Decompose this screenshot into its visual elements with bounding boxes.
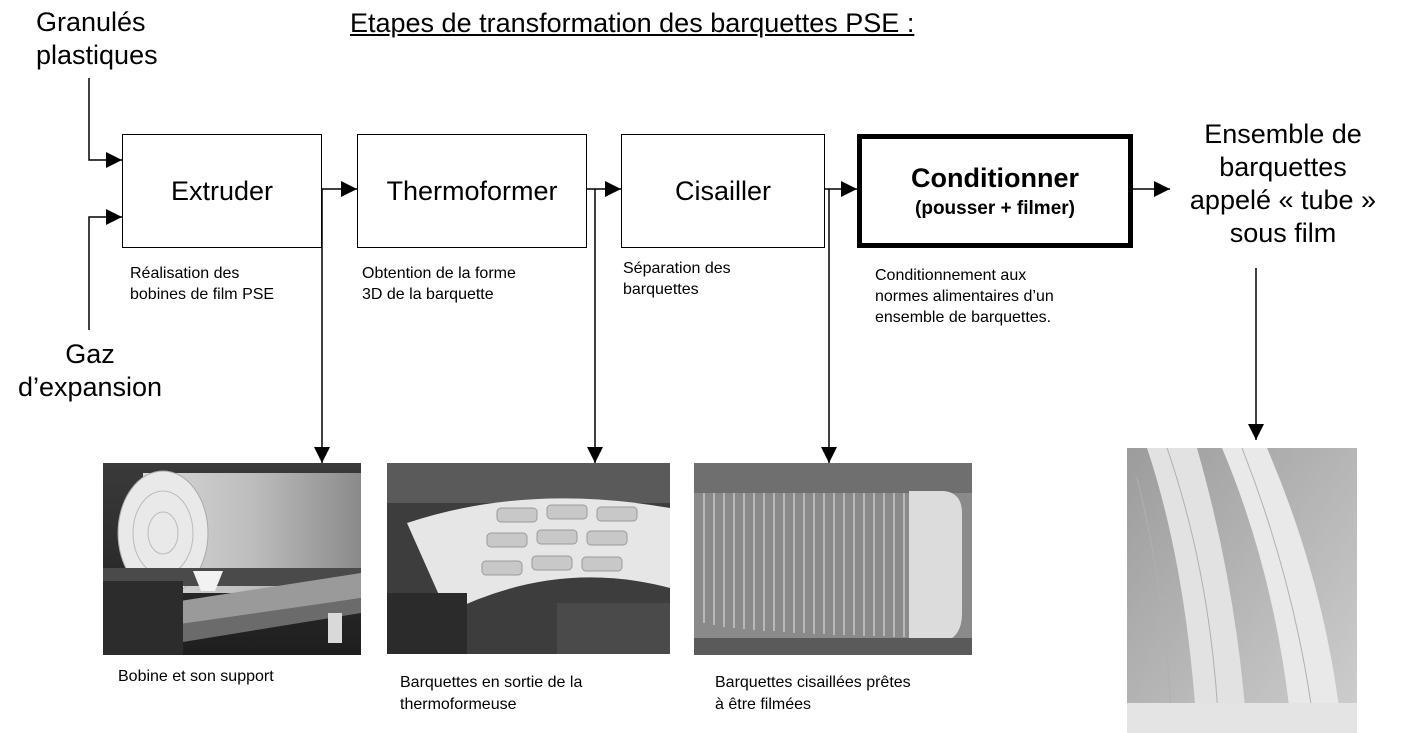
arrow-granules-to-extruder	[88, 78, 122, 168]
step-conditionner-label: Conditionner	[911, 162, 1079, 193]
photo-cisaillees-caption-line-1: Barquettes cisaillées prêtes	[715, 674, 911, 691]
step-thermoformer-description: Obtention de la forme 3D de la barquette	[362, 263, 516, 305]
input-granules-line-2: plastiques	[36, 40, 158, 70]
step-conditionner-description: Conditionnement aux normes alimentaires …	[875, 265, 1054, 328]
step-conditionner-description-line-1: Conditionnement aux	[875, 267, 1027, 284]
step-cisailler-box: Cisailler	[621, 134, 825, 248]
input-granules-line-1: Granulés	[36, 7, 146, 37]
step-thermoformer-description-line-1: Obtention de la forme	[362, 265, 516, 282]
photo-bobine-image	[103, 463, 361, 655]
photo-cisaillees-image	[694, 463, 972, 655]
step-conditionner-description-line-2: normes alimentaires d’un	[875, 288, 1054, 305]
photo-cisaillees-caption-line-2: à être filmées	[715, 696, 812, 713]
photo-tube	[1127, 448, 1357, 733]
arrow-gaz-to-extruder	[88, 209, 122, 330]
step-extruder-label: Extruder	[170, 175, 274, 206]
photo-bobine-caption-line-1: Bobine et son support	[118, 668, 274, 685]
step-conditionner-description-line-3: ensemble de barquettes.	[875, 309, 1052, 326]
photo-cisaillees	[694, 463, 972, 655]
input-gaz-line-1: Gaz	[65, 339, 115, 369]
input-gaz-label: Gaz d’expansion	[0, 338, 180, 404]
step-extruder-description: Réalisation des bobines de film PSE	[130, 263, 274, 305]
step-thermoformer-label: Thermoformer	[386, 175, 558, 206]
step-conditionner-sublabel: (pousser + filmer)	[915, 197, 1075, 219]
input-granules-label: Granulés plastiques	[36, 6, 158, 72]
step-thermoformer-box: Thermoformer	[357, 134, 587, 248]
output-label-line-4: sous film	[1229, 218, 1337, 248]
step-thermoformer-description-line-2: 3D de la barquette	[362, 286, 494, 303]
input-gaz-line-2: d’expansion	[17, 372, 163, 402]
step-cisailler-description-line-1: Séparation des	[623, 260, 731, 277]
photo-bobine-caption: Bobine et son support	[118, 666, 274, 688]
diagram-title: Etapes de transformation des barquettes …	[350, 8, 915, 38]
photo-thermoformeuse-caption-line-1: Barquettes en sortie de la	[400, 674, 583, 691]
photo-bobine	[103, 463, 361, 655]
photo-thermoformeuse	[387, 463, 670, 654]
step-extruder-description-line-1: Réalisation des	[130, 265, 240, 282]
step-cisailler-description-line-2: barquettes	[623, 281, 699, 298]
output-label-line-1: Ensemble de	[1204, 119, 1362, 149]
output-label: Ensemble de barquettes appelé « tube » s…	[1168, 118, 1398, 250]
output-label-line-2: barquettes	[1219, 152, 1347, 182]
photo-tube-image	[1127, 448, 1357, 733]
step-cisailler-description: Séparation des barquettes	[623, 258, 731, 300]
output-label-line-3: appelé « tube »	[1189, 185, 1377, 215]
step-extruder-box: Extruder	[122, 134, 322, 248]
step-conditionner-box: Conditionner (pousser + filmer)	[857, 134, 1133, 248]
photo-thermoformeuse-caption: Barquettes en sortie de la thermoformeus…	[400, 672, 582, 716]
step-extruder-description-line-2: bobines de film PSE	[130, 286, 275, 303]
photo-thermoformeuse-image	[387, 463, 670, 654]
step-cisailler-label: Cisailler	[674, 175, 772, 206]
photo-cisaillees-caption: Barquettes cisaillées prêtes à être film…	[715, 672, 911, 716]
photo-thermoformeuse-caption-line-2: thermoformeuse	[400, 696, 517, 713]
